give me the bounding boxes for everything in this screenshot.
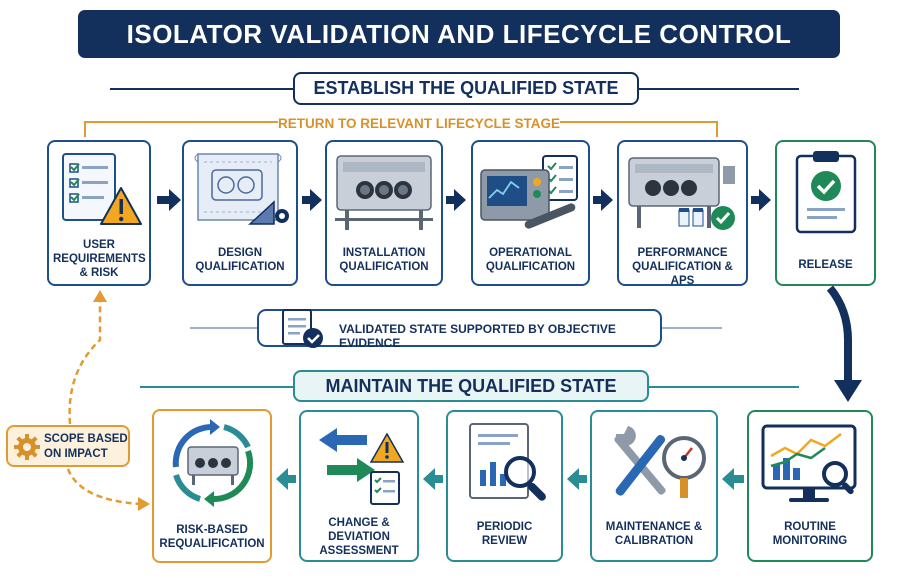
step-performance-qualification: PERFORMANCE QUALIFICATION & APS xyxy=(617,140,748,287)
step-label: RELEASE xyxy=(798,259,853,271)
evidence-rule-left xyxy=(190,327,257,329)
step-label: OPERATIONAL QUALIFICATION xyxy=(485,247,576,273)
maintain-heading: MAINTAIN THE QUALIFIED STATE xyxy=(293,370,649,402)
monitor-chart-icon xyxy=(761,424,857,502)
checklist-warning-icon xyxy=(62,153,142,225)
step-release: RELEASE xyxy=(775,140,876,286)
step-label: CHANGE & DEVIATION ASSESSMENT xyxy=(319,517,399,557)
step-label: DESIGN QUALIFICATION xyxy=(195,247,285,273)
cycle-isolator-icon xyxy=(172,419,254,507)
establish-heading-text: ESTABLISH THE QUALIFIED STATE xyxy=(313,78,619,98)
page-title: ISOLATOR VALIDATION AND LIFECYCLE CONTRO… xyxy=(126,18,792,49)
step-label: MAINTENANCE & CALIBRATION xyxy=(605,521,703,547)
change-arrows-icon xyxy=(319,428,405,505)
step-design-qualification: DESIGN QUALIFICATION xyxy=(182,140,298,286)
step-label: PERIODIC REVIEW xyxy=(476,521,533,547)
report-magnifier-icon xyxy=(469,423,546,501)
blueprint-icon xyxy=(194,153,289,225)
maintain-rule-right xyxy=(649,386,799,388)
establish-rule-right xyxy=(639,88,799,90)
step-label: PERFORMANCE QUALIFICATION & APS xyxy=(632,247,733,287)
step-operational-qualification: OPERATIONAL QUALIFICATION xyxy=(471,140,590,286)
step-routine-monitoring: ROUTINE MONITORING xyxy=(747,410,873,562)
establish-rule-left xyxy=(110,88,293,90)
step-label: USER REQUIREMENTS & RISK xyxy=(53,239,146,279)
document-check-icon xyxy=(282,309,323,348)
step-label: INSTALLATION QUALIFICATION xyxy=(339,247,429,273)
clipboard-check-icon xyxy=(795,151,857,234)
step-periodic-review: PERIODIC REVIEW xyxy=(446,410,563,562)
step-installation-qualification: INSTALLATION QUALIFICATION xyxy=(325,140,443,286)
isolator-vials-icon xyxy=(628,157,735,230)
scope-box: SCOPE BASED ON IMPACT xyxy=(6,425,130,467)
tools-gauge-icon xyxy=(614,426,706,498)
step-change-deviation: CHANGE & DEVIATION ASSESSMENT xyxy=(299,410,419,562)
step-label: ROUTINE MONITORING xyxy=(772,521,848,547)
scope-label: SCOPE BASED ON IMPACT xyxy=(44,433,128,460)
isolator-icon xyxy=(335,155,433,230)
evidence-label: VALIDATED STATE SUPPORTED BY OBJECTIVE E… xyxy=(339,322,616,350)
maintain-rule-left xyxy=(140,386,293,388)
establish-heading: ESTABLISH THE QUALIFIED STATE xyxy=(293,72,639,105)
step-label: RISK-BASED REQUALIFICATION xyxy=(159,524,265,550)
step-user-requirements: USER REQUIREMENTS & RISK xyxy=(47,140,151,286)
evidence-rule-right xyxy=(662,327,722,329)
gear-icon xyxy=(14,434,40,460)
control-panel-icon xyxy=(480,155,578,229)
step-maintenance-calibration: MAINTENANCE & CALIBRATION xyxy=(590,410,718,562)
step-risk-based-requalification: RISK-BASED REQUALIFICATION xyxy=(152,409,272,563)
evidence-box: VALIDATED STATE SUPPORTED BY OBJECTIVE E… xyxy=(257,309,662,350)
return-label: RETURN TO RELEVANT LIFECYCLE STAGE xyxy=(278,114,561,132)
title-banner: ISOLATOR VALIDATION AND LIFECYCLE CONTRO… xyxy=(78,10,840,58)
maintain-heading-text: MAINTAIN THE QUALIFIED STATE xyxy=(325,375,617,396)
